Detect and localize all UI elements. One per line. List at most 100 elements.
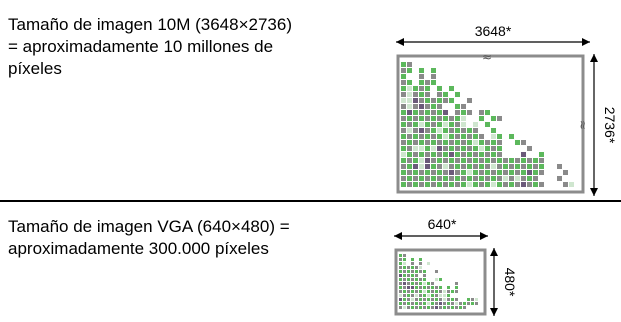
pixel-cell: [455, 140, 460, 145]
pixel-cell: [443, 170, 448, 175]
pixel-cell: [427, 262, 430, 265]
pixel-cell: [455, 128, 460, 133]
pixel-cell: [407, 290, 410, 293]
pixel-cell: [443, 140, 448, 145]
pixel-cell: [527, 170, 532, 175]
pixel-cell: [461, 152, 466, 157]
pixel-cell: [485, 110, 490, 115]
pixel-cell: [407, 110, 412, 115]
pixel-cell: [401, 80, 406, 85]
pixel-cell: [419, 116, 424, 121]
pixel-cell: [401, 152, 406, 157]
large-image-row: Tamaño de imagen 10M (3648×2736) = aprox…: [0, 15, 621, 202]
pixel-cell: [431, 68, 436, 73]
pixel-cell: [437, 92, 442, 97]
pixel-cell: [503, 182, 508, 187]
pixel-cell: [443, 306, 446, 309]
pixel-cell: [497, 140, 502, 145]
pixel-cell: [431, 74, 436, 79]
pixel-cell: [473, 176, 478, 181]
pixel-cell: [497, 152, 502, 157]
pixel-cell: [461, 134, 466, 139]
break-mark-top: ≈: [482, 50, 492, 64]
pixel-cell: [401, 176, 406, 181]
pixel-cell: [443, 98, 448, 103]
pixel-cell: [401, 74, 406, 79]
pixel-cell: [467, 164, 472, 169]
pixel-cell: [449, 146, 454, 151]
pixel-cell: [491, 170, 496, 175]
pixel-cell: [439, 302, 442, 305]
pixel-cell: [431, 128, 436, 133]
pixel-cell: [407, 80, 412, 85]
pixel-cell: [431, 116, 436, 121]
pixel-cell: [401, 140, 406, 145]
pixel-cell: [425, 176, 430, 181]
pixel-cell: [503, 158, 508, 163]
pixel-cell: [467, 110, 472, 115]
pixel-cell: [539, 170, 544, 175]
pixel-cell: [401, 170, 406, 175]
pixel-cell: [443, 176, 448, 181]
pixel-cell: [413, 140, 418, 145]
pixel-cell: [515, 182, 520, 187]
width-label: 640*: [428, 216, 457, 232]
pixel-cell: [443, 294, 446, 297]
pixel-cell: [437, 170, 442, 175]
pixel-cell: [449, 140, 454, 145]
pixel-cell: [515, 170, 520, 175]
pixel-cell: [497, 134, 502, 139]
pixel-cell: [407, 164, 412, 169]
pixel-cell: [439, 294, 442, 297]
pixel-cell: [455, 116, 460, 121]
pixel-cell: [419, 86, 424, 91]
pixel-cell: [419, 68, 424, 73]
pixel-cell: [415, 266, 418, 269]
pixel-cell: [425, 104, 430, 109]
pixel-cell: [413, 182, 418, 187]
pixel-cell: [491, 128, 496, 133]
pixel-cell: [455, 164, 460, 169]
large-image-description: Tamaño de imagen 10M (3648×2736) = aprox…: [8, 15, 292, 78]
pixel-cell: [449, 152, 454, 157]
pixel-cell: [399, 270, 402, 273]
pixel-cell: [431, 306, 434, 309]
pixel-cell: [419, 298, 422, 301]
pixel-cell: [461, 122, 466, 127]
pixel-cell: [407, 294, 410, 297]
pixel-cell: [413, 104, 418, 109]
pixel-cell: [455, 104, 460, 109]
pixel-cell: [449, 164, 454, 169]
pixel-cell: [521, 182, 526, 187]
pixel-cell: [471, 298, 474, 301]
pixel-cell: [431, 170, 436, 175]
pixel-cell: [449, 98, 454, 103]
pixel-cell: [447, 306, 450, 309]
pixel-cell: [403, 306, 406, 309]
pixel-cell: [415, 286, 418, 289]
pixel-cell: [407, 116, 412, 121]
pixel-cell: [425, 182, 430, 187]
pixel-cell: [527, 176, 532, 181]
pixel-cell: [569, 182, 574, 187]
pixel-cell: [407, 182, 412, 187]
pixel-cell: [411, 294, 414, 297]
pixel-cell: [407, 266, 410, 269]
pixel-cell: [411, 282, 414, 285]
pixel-cell: [485, 122, 490, 127]
pixel-cell: [401, 158, 406, 163]
pixel-cell: [509, 158, 514, 163]
pixel-cell: [449, 182, 454, 187]
pixel-cell: [401, 164, 406, 169]
pixel-cell: [415, 274, 418, 277]
pixel-cell: [419, 146, 424, 151]
pixel-cell: [539, 164, 544, 169]
pixel-cell: [425, 116, 430, 121]
pixel-cell: [425, 128, 430, 133]
break-mark-right: ≈: [576, 120, 590, 130]
pixel-cell: [427, 294, 430, 297]
pixel-cell: [401, 122, 406, 127]
pixel-cell: [407, 302, 410, 305]
pixel-cell: [435, 298, 438, 301]
pixel-cell: [461, 182, 466, 187]
